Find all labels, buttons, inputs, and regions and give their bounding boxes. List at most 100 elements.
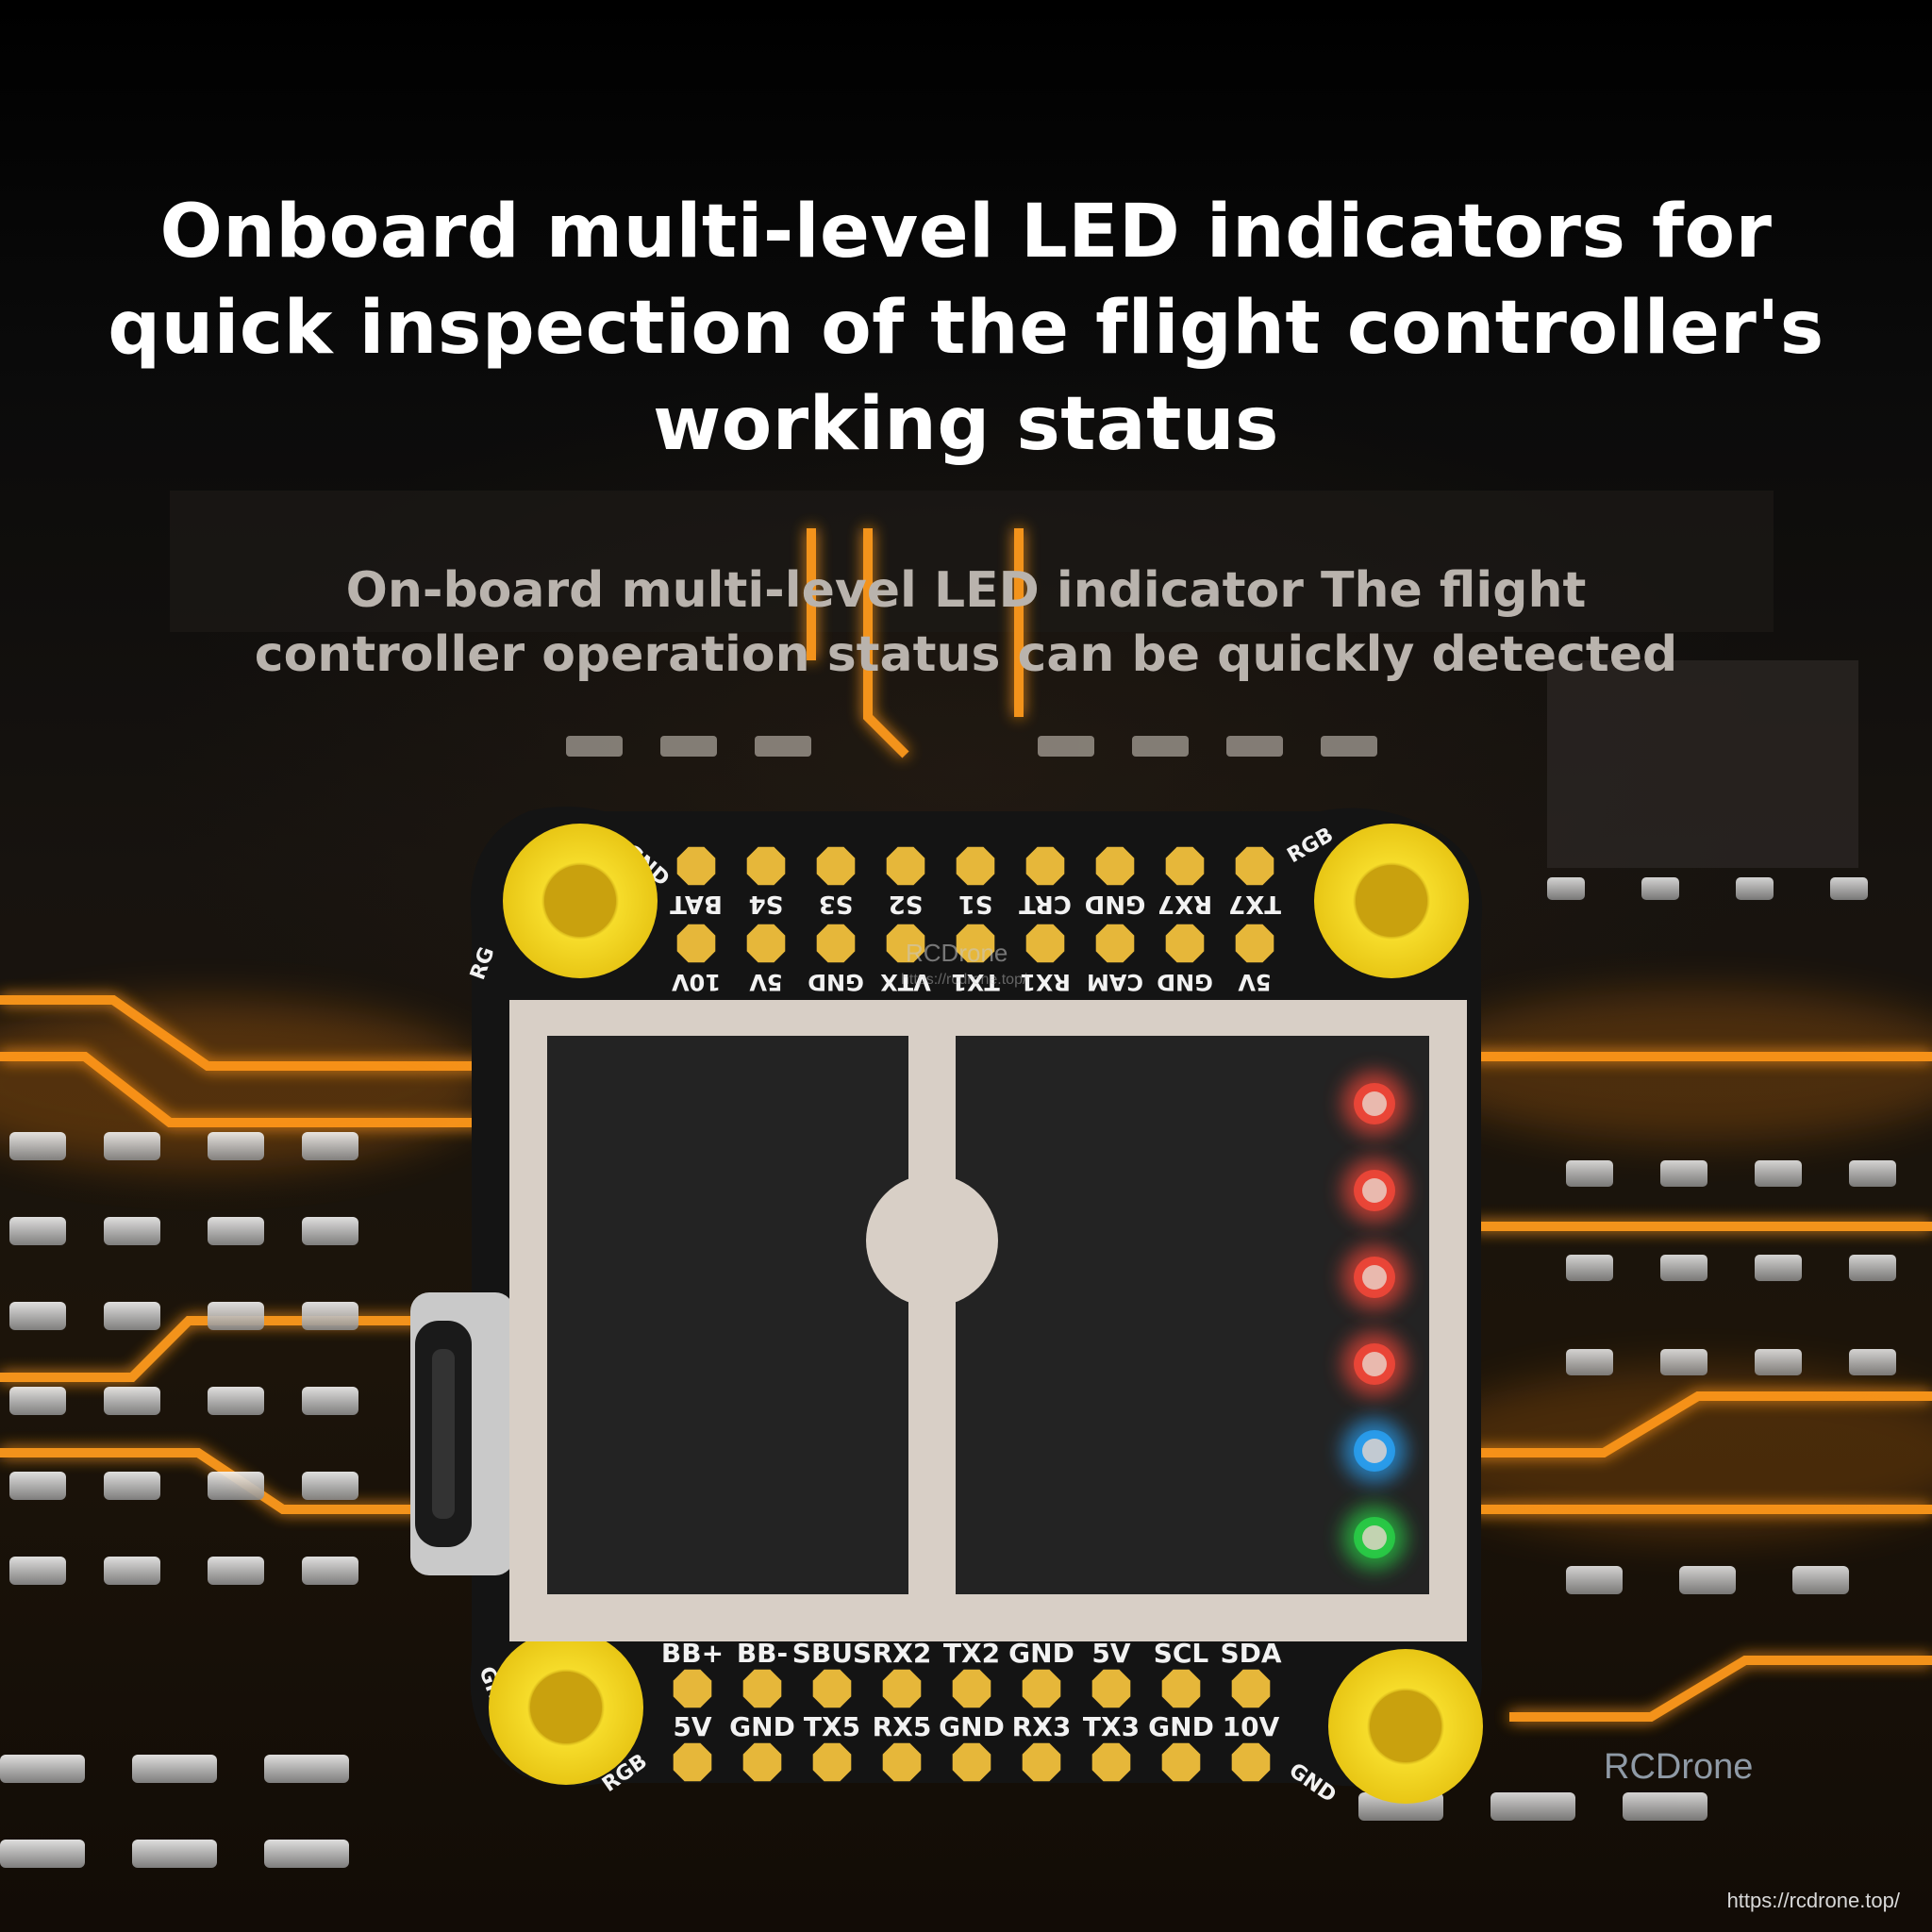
top-pin-label-row2-2: CAM	[1087, 969, 1143, 995]
led-highlight	[1362, 1091, 1387, 1116]
standoff-bottom-right	[1328, 1649, 1483, 1804]
bottom-pin-label-5: GND	[1008, 1638, 1074, 1669]
subheadline: On-board multi-level LED indicator The f…	[0, 558, 1932, 687]
bottom-pin-label-row2-5: RX3	[1012, 1711, 1072, 1742]
solder-pad	[1161, 1742, 1201, 1782]
top-pin-label-2: GND	[1085, 890, 1146, 918]
subheadline-line-1: On-board multi-level LED indicator The f…	[345, 562, 1587, 619]
top-pin-label-5: S2	[889, 890, 924, 918]
usb-c-port	[410, 1292, 514, 1575]
top-pin-label-1: RX7	[1158, 890, 1212, 918]
solder-pad	[1025, 924, 1065, 963]
top-pin-label-row2-7: 5V	[749, 969, 783, 995]
watermark-url: https://rcdrone.top/	[1726, 1889, 1900, 1912]
top-pin-label-8: BAT	[670, 890, 723, 918]
solder-pad	[746, 846, 786, 886]
bottom-pin-label-3: RX2	[873, 1638, 932, 1669]
solder-pad	[742, 1669, 782, 1708]
standoff-top-left	[503, 824, 658, 978]
headline-line-2: quick inspection of the flight controlle…	[108, 286, 1824, 371]
solder-pad	[742, 1742, 782, 1782]
top-pin-label-3: CRT	[1019, 890, 1072, 918]
bottom-pin-label-row2-7: GND	[1148, 1711, 1214, 1742]
solder-pad	[676, 924, 716, 963]
top-pin-label-row2-5: VTX	[880, 969, 931, 995]
solder-pad	[1022, 1669, 1061, 1708]
solder-pad	[952, 1669, 991, 1708]
top-pin-label-row2-3: RX1	[1020, 969, 1071, 995]
solder-pad	[812, 1669, 852, 1708]
bottom-pin-label-4: TX2	[943, 1638, 1000, 1669]
solder-pad	[1165, 924, 1205, 963]
bottom-pin-label-6: 5V	[1091, 1638, 1130, 1669]
solder-pad	[882, 1669, 922, 1708]
watermark-brand: RCDrone	[1604, 1747, 1754, 1787]
top-pin-label-4: S1	[958, 890, 993, 918]
solder-pad	[816, 924, 856, 963]
solder-pad	[882, 1742, 922, 1782]
top-pin-label-0: TX7	[1228, 890, 1281, 918]
top-pin-label-row2-4: TX1	[951, 969, 1000, 995]
bottom-pin-label-1: BB-	[737, 1638, 788, 1669]
led-highlight	[1362, 1439, 1387, 1463]
bottom-pin-label-row2-3: RX5	[873, 1711, 932, 1742]
bottom-pin-label-7: SCL	[1154, 1638, 1209, 1669]
bottom-pin-label-2: SBUS	[792, 1638, 872, 1669]
bottom-pin-label-row2-8: 10V	[1223, 1711, 1280, 1742]
solder-pad	[886, 846, 925, 886]
solder-pad	[1095, 924, 1135, 963]
solder-pad	[746, 924, 786, 963]
bottom-pin-label-row2-0: 5V	[673, 1711, 711, 1742]
solder-pad	[1161, 1669, 1201, 1708]
solder-pad	[886, 924, 925, 963]
solder-pad	[673, 1742, 712, 1782]
top-pin-label-row2-1: GND	[1157, 969, 1213, 995]
solder-pad	[816, 846, 856, 886]
led-highlight	[1362, 1352, 1387, 1376]
top-solder-pads	[676, 846, 1274, 963]
top-pin-labels-row1: TX7 RX7 GND CRT S1 S2 S3 S4 BAT	[670, 890, 1281, 918]
top-pin-label-7: S4	[749, 890, 784, 918]
solder-pad	[673, 1669, 712, 1708]
headline-line-1: Onboard multi-level LED indicators for	[159, 190, 1773, 275]
board-watermark-url: https://rcdrone.top/	[901, 972, 1027, 988]
bottom-pin-label-0: BB+	[661, 1638, 724, 1669]
solder-pad	[1091, 1742, 1131, 1782]
solder-pad	[1022, 1742, 1061, 1782]
bottom-pin-label-row2-6: TX3	[1083, 1711, 1140, 1742]
solder-pad	[1091, 1669, 1131, 1708]
headline-line-3: working status	[653, 382, 1279, 467]
foam-pad	[509, 1000, 1467, 1641]
led-highlight	[1362, 1525, 1387, 1550]
solder-pad	[1095, 846, 1135, 886]
bottom-solder-pads	[673, 1669, 1271, 1782]
solder-pad	[952, 1742, 991, 1782]
top-pin-label-row2-0: 5V	[1238, 969, 1272, 995]
bottom-pin-label-row2-4: GND	[939, 1711, 1005, 1742]
led-highlight	[1362, 1265, 1387, 1290]
top-pin-label-row2-8: 10V	[672, 969, 721, 995]
solder-pad	[1231, 1742, 1271, 1782]
solder-pad	[1235, 846, 1274, 886]
top-pin-label-row2-6: GND	[808, 969, 864, 995]
standoff-top-right	[1314, 824, 1469, 978]
bottom-pin-label-row2-1: GND	[729, 1711, 795, 1742]
solder-pad	[956, 846, 995, 886]
standoff-bottom-left	[489, 1630, 643, 1785]
solder-pad	[956, 924, 995, 963]
led-indicator-column	[1342, 1072, 1407, 1570]
solder-pad	[1025, 846, 1065, 886]
bottom-pin-label-8: SDA	[1220, 1638, 1281, 1669]
led-highlight	[1362, 1178, 1387, 1203]
top-pin-label-6: S3	[819, 890, 854, 918]
subheadline-line-2: controller operation status can be quick…	[254, 626, 1678, 683]
solder-pad	[1165, 846, 1205, 886]
top-pin-labels-row2: 5V GND CAM RX1 TX1 VTX GND 5V 10V	[672, 969, 1272, 995]
headline: Onboard multi-level LED indicators for q…	[0, 184, 1932, 473]
board-watermark-brand: RCDrone	[906, 939, 1008, 967]
solder-pad	[1235, 924, 1274, 963]
bottom-pin-label-row2-2: TX5	[804, 1711, 860, 1742]
